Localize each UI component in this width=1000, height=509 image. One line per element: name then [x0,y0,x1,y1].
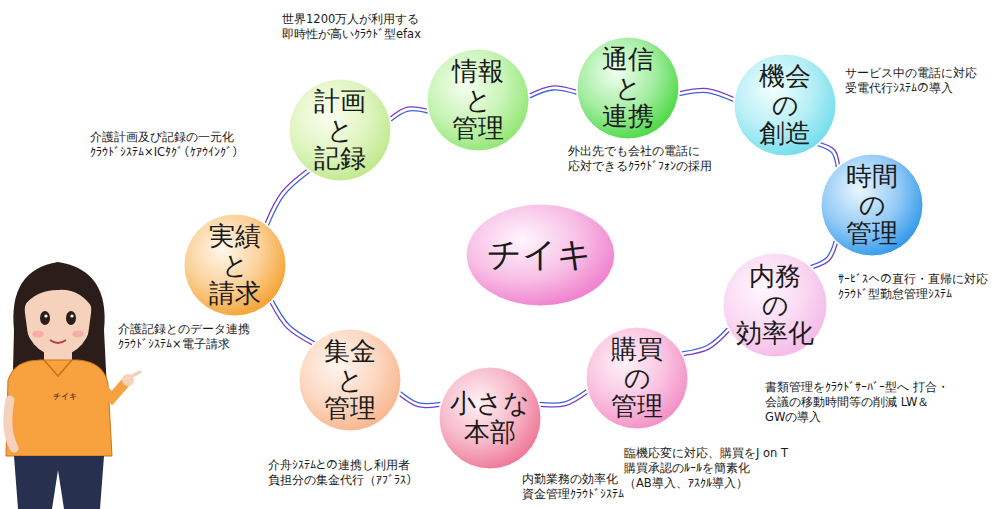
ring-circle: 集金 と 管理 [298,328,402,432]
circle-text: 計画 と 記録 [314,87,366,173]
ring-connector [682,328,729,355]
circle-text: 実績 と 請求 [209,222,261,308]
connector-stroke [273,300,314,341]
annotation-note: 介護計画及び記録の一元化 ｸﾗｳﾄﾞｼｽﾃﾑ×ICﾀｸﾞ（ｹｱｳｲﾝｸﾞ） [90,130,272,160]
connector-stroke [684,332,729,356]
annotation-note: 介舟ｼｽﾃﾑとの連携し利用者 負担分の集金代行（ｱﾌﾞﾗｽ） [268,458,453,488]
ring-connector [265,170,309,225]
circle-text: 購買 の 管理 [611,335,663,421]
circle-text: 内務 の 効率化 [736,262,814,348]
shirt-logo: チイキ [45,392,85,402]
ring-circle: 機会 の 創造 [733,53,837,157]
connector-stroke [265,170,306,223]
ring-connector [818,143,840,167]
annotation-note: サービス中の電話に対応 受電代行ｼｽﾃﾑの導入 [845,66,990,96]
annotation-note: 外出先でも会社の電話に 応対できるｸﾗｳﾄﾞﾌｫﾝの採用 [568,144,730,174]
circle-text: 小さな 本部 [450,389,530,446]
ring-circle: 小さな 本部 [438,366,542,470]
annotation-note: 書類管理をｸﾗｳﾄﾞｻｰﾊﾞｰ型へ 打合・会議の移動時間等の削減 LW＆GWの導… [765,380,970,425]
ring-connector [530,86,577,98]
circle-fill [289,79,391,181]
ring-circle: 内務 の 効率化 [722,252,828,358]
circle-text: 時間 の 管理 [846,162,898,248]
connector-stroke [401,392,441,404]
connector-stroke [810,241,834,266]
connector-stroke [679,92,733,101]
connector-stroke [270,303,311,344]
ring-connector [390,107,427,121]
ring-circle: 時間 の 管理 [820,153,924,257]
connector-stroke [269,172,310,225]
connector-stroke [391,111,427,121]
annotation-note: 介護記録とのデータ連携 ｸﾗｳﾄﾞｼｽﾃﾑ×電子請求 [118,322,270,352]
circle-fill [299,329,401,431]
circle-text: 通信 と 連携 [602,45,654,131]
circle-fill [734,54,836,156]
ring-connector [810,241,837,268]
connector-stroke [682,328,727,352]
circle-text: 機会 の 創造 [759,62,811,148]
circle-text: 集金 と 管理 [324,337,376,423]
connector-stroke [530,90,576,98]
annotation-note: 世界1200万人が利用する 即時性が高いｸﾗｳﾄﾞ型efax [282,12,460,42]
circle-fill [427,49,529,151]
ring-circle: 情報 と 管理 [426,48,530,152]
connector-stroke [400,396,440,408]
circle-fill [577,37,679,139]
circle-text: 情報 と 管理 [452,57,504,143]
connector-stroke [541,394,588,407]
ring-circle: 実績 と 請求 [183,213,287,317]
center-title: チイキ [487,236,592,273]
ring-connector [400,392,441,408]
annotation-note: 臨機応変に対応、購買をJ on T 購買承認のﾙｰﾙを簡素化 （AB導入、ｱｽｸ… [624,446,809,491]
circle-fill [723,253,827,357]
connector-stroke [818,146,837,168]
ring-connector [540,390,588,407]
connector-stroke [540,390,587,403]
circle-fill [439,367,541,469]
ring-connector [270,300,314,344]
circle-fill [586,327,688,429]
annotation-note: ｻｰﾋﾞｽへの直行・直帰に対応 ｸﾗｳﾄﾞ型勤怠管理ｼｽﾃﾑ [838,272,990,302]
annotation-note: 内勤業務の効率化 資金管理ｸﾗｳﾄﾞｼｽﾃﾑ [522,472,657,502]
ring-circle: 購買 の 管理 [585,326,689,430]
circle-fill [466,204,615,306]
ring-connector [679,88,733,101]
ring-circle: 計画 と 記録 [288,78,392,182]
ring-circle: 通信 と 連携 [576,36,680,140]
connector-stroke [821,143,840,165]
center-ellipse: チイキ [465,203,616,307]
circle-fill [184,214,286,316]
girl-figure [6,262,140,509]
circle-fill [821,154,923,256]
connector-stroke [813,244,837,269]
